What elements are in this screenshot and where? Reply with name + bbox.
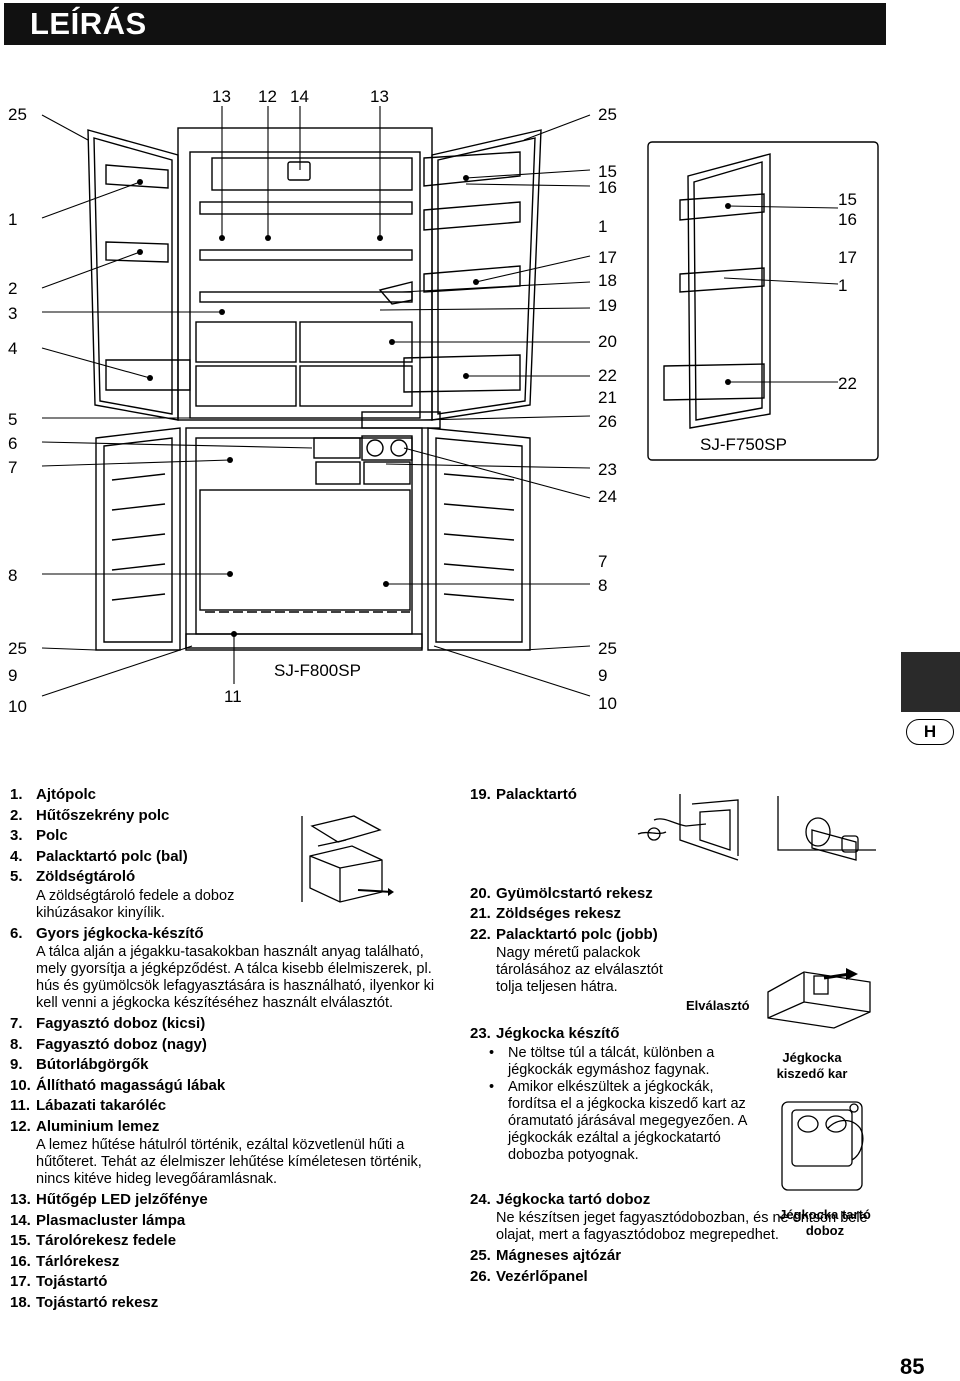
parts-list-left: 1.Ajtópolc 2.Hűtőszekrény polc 3.Polc 4.… (10, 785, 450, 1313)
callout: 18 (598, 271, 617, 290)
item-description: A lemez hűtése hátulról történik, ezálta… (36, 1137, 422, 1187)
model-label: SJ-F750SP (700, 435, 787, 454)
list-item: 16.Tárlórekesz (10, 1252, 120, 1270)
list-item: 6.Gyors jégkocka-készítő (10, 924, 204, 942)
list-item: 12.Aluminium lemez (10, 1117, 160, 1135)
list-item: 22.Palacktartó polc (jobb) (470, 925, 658, 943)
callout: 24 (598, 487, 617, 506)
list-item: 3.Polc (10, 827, 68, 844)
section-header: LEÍRÁS (4, 3, 886, 45)
bottle-holder-illustration (637, 794, 739, 861)
item-description: A tálca alján a jégakku-tasakokban haszn… (36, 944, 435, 1011)
list-item: 26.Vezérlőpanel (470, 1267, 588, 1285)
list-item: 21.Zöldséges rekesz (470, 905, 622, 922)
list-item: 9.Bútorlábgörgők (10, 1056, 149, 1073)
callout: 25 (8, 639, 27, 658)
callout: 4 (8, 339, 17, 358)
callout: 13 (212, 87, 231, 106)
callout: 8 (598, 576, 607, 595)
callout: 26 (598, 412, 617, 431)
callout: 5 (8, 410, 17, 429)
callout: 19 (598, 296, 617, 315)
list-item: 19.Palacktartó (470, 786, 577, 803)
bottle-illustration (777, 796, 876, 861)
callout: 3 (8, 304, 17, 323)
list-item: 2.Hűtőszekrény polc (10, 806, 170, 824)
list-item: 4.Palacktartó polc (bal) (10, 847, 188, 865)
bullet-item: •Amikor elkészültek a jégkockák, fordíts… (489, 1078, 747, 1163)
list-item: 18.Tojástartó rekesz (10, 1293, 159, 1311)
alt-model-box (647, 141, 879, 461)
list-item: 15.Tárolórekesz fedele (10, 1232, 177, 1249)
divider-illustration (767, 968, 871, 1029)
callout: 10 (8, 697, 27, 716)
callout: 10 (598, 694, 617, 713)
list-item: 20.Gyümölcstartó rekesz (470, 884, 653, 902)
left-freezer-door (95, 427, 181, 651)
bullet-item: •Ne töltse túl a tálcát, különben a jégk… (489, 1044, 715, 1078)
list-item: 17.Tojástartó (10, 1273, 108, 1290)
list-item: 11.Lábazati takaróléc (10, 1097, 167, 1114)
section-title: LEÍRÁS (30, 6, 147, 41)
callout: 22 (838, 374, 857, 393)
list-item: 10.Állítható magasságú lábak (10, 1076, 226, 1094)
crisper-illustration (301, 815, 394, 903)
list-item: 5.Zöldségtároló (10, 868, 136, 885)
callout: 25 (598, 105, 617, 124)
callout: 21 (598, 388, 617, 407)
parts-list-right: 19.Palacktartó 20.Gyümölcstartó rekesz 2… (470, 785, 880, 1287)
callout: 1 (598, 217, 607, 236)
callout: 17 (598, 248, 617, 267)
figure-label: Jégkocka kiszedő kar (776, 1050, 848, 1081)
right-freezer-door (427, 427, 531, 651)
fridge-cabinet (177, 127, 433, 421)
callout: 15 (838, 190, 857, 209)
callout: 7 (598, 552, 607, 571)
list-item: 13.Hűtőgép LED jelzőfénye (10, 1191, 208, 1208)
callout: 14 (290, 87, 309, 106)
item-description: Ne készítsen jeget fagyasztódobozban, és… (496, 1210, 868, 1243)
list-item: 24.Jégkocka tartó doboz (470, 1190, 651, 1208)
callout: 7 (8, 458, 17, 477)
callout: 2 (8, 279, 17, 298)
callout: 23 (598, 460, 617, 479)
item-description: A zöldségtároló fedele a doboz kihúzásak… (36, 887, 235, 921)
callout: 9 (598, 666, 607, 685)
freezer-cabinet (185, 427, 423, 651)
callout: 15 (598, 162, 617, 181)
callout: 11 (224, 687, 242, 706)
callout: 16 (598, 178, 617, 197)
callout: 20 (598, 332, 617, 351)
refrigerator-diagram: 25 1 2 3 4 5 6 7 8 25 9 10 13 12 14 13 1… (8, 87, 879, 716)
ice-maker-illustration (781, 1101, 864, 1191)
callout: 22 (598, 366, 617, 385)
item-description: Nagy méretű palackok tárolásához az elvá… (496, 945, 663, 995)
language-badge: H (906, 719, 954, 745)
callout: 13 (370, 87, 389, 106)
callout: 8 (8, 566, 17, 585)
list-item: 14.Plasmacluster lámpa (10, 1211, 186, 1229)
callout: 25 (598, 639, 617, 658)
figure-label: Elválasztó (686, 998, 750, 1013)
callout: 9 (8, 666, 17, 685)
list-item: 1.Ajtópolc (10, 786, 96, 803)
callout: 1 (8, 210, 17, 229)
figure-label: Jégkocka tartó doboz (779, 1207, 871, 1238)
callout: 17 (838, 248, 857, 267)
list-item: 25.Mágneses ajtózár (470, 1247, 622, 1264)
callout: 12 (258, 87, 277, 106)
plinth (185, 633, 423, 649)
section-tab (901, 652, 960, 712)
left-upper-door (87, 129, 179, 421)
callout: 16 (838, 210, 857, 229)
callout: 6 (8, 434, 17, 453)
callout: 1 (838, 276, 847, 295)
list-item: 23.Jégkocka készítő (470, 1025, 620, 1042)
list-item: 8.Fagyasztó doboz (nagy) (10, 1035, 207, 1053)
page-number: 85 (900, 1354, 925, 1379)
list-item: 7.Fagyasztó doboz (kicsi) (10, 1015, 206, 1032)
callout: 25 (8, 105, 27, 124)
model-label: SJ-F800SP (274, 661, 361, 680)
